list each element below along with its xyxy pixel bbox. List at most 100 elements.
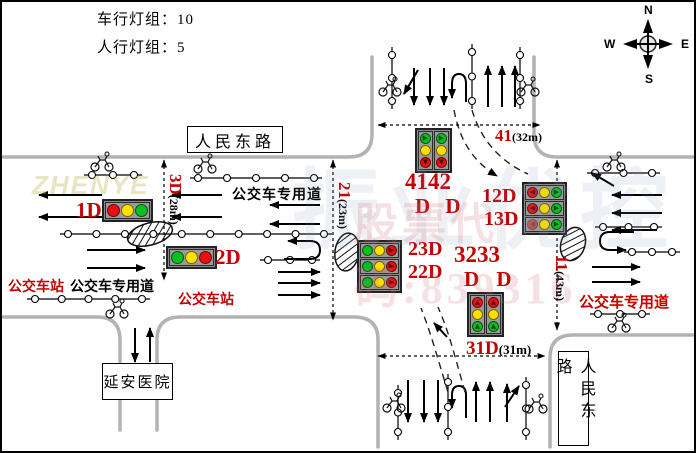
traffic-signal-2d: [166, 246, 217, 269]
signal-lens-red: [199, 251, 212, 264]
signal-unit: ▲▲: [470, 295, 485, 334]
turn-guide-lines: [420, 109, 529, 393]
signal-unit: ▲▲: [486, 295, 501, 334]
road-label-east: 人民东路: [554, 351, 595, 446]
signal-lens-green: [362, 245, 373, 256]
lane-arrow: [591, 172, 615, 187]
traffic-signal-1d: [102, 199, 153, 222]
measure-id: 11: [552, 255, 571, 272]
measure-id: 41: [495, 126, 512, 145]
signal-lens-red: ◀: [527, 203, 538, 214]
signal-lens-yellow: [539, 203, 550, 214]
vehicle-light-group-count: 车行灯组：10: [97, 12, 195, 28]
signal-label-3233: 3233: [454, 242, 500, 267]
signal-unit: [105, 202, 150, 219]
signal-unit: ▶: [360, 259, 399, 274]
signal-label-3233-dd: D D: [464, 267, 518, 291]
bus-station-label-left: 公交车站: [8, 280, 64, 295]
signal-lens-red: ▼: [420, 157, 431, 168]
bicycle-icon: [378, 76, 402, 97]
signal-label-4142: 4142: [405, 169, 451, 194]
traffic-signal-23d-22d: ▶ ▶ ▶: [357, 240, 402, 293]
signal-lens-yellow: [121, 204, 134, 217]
signal-lens-yellow: [539, 187, 550, 198]
signal-lens-yellow: [436, 145, 447, 156]
signal-unit: ▶▼: [434, 131, 449, 170]
signal-unit: ◀▶: [525, 217, 564, 232]
bicycle-icon: [602, 151, 626, 172]
signal-lens-green: ▶: [420, 133, 431, 144]
signal-lens-red: ◀: [527, 187, 538, 198]
bicycle-icon: [382, 392, 406, 413]
turn-guide-line: [471, 109, 529, 175]
signal-label-23d: 23D: [408, 238, 443, 260]
u-turn-arrow: [284, 237, 322, 260]
turn-guide-line: [437, 306, 466, 393]
signal-lens-red: ▲: [472, 297, 483, 308]
signal-lens-green: ▶: [551, 219, 562, 230]
signal-lens-red: [107, 204, 120, 217]
signal-unit: [169, 249, 214, 266]
signal-label-1d: 1D: [76, 198, 102, 222]
hospital-label: 延安医院: [102, 363, 173, 400]
signal-label-13d: 13D: [484, 208, 519, 230]
measure-id: 3D: [166, 174, 185, 195]
measure-id: 31D: [466, 338, 499, 359]
pedestrian-light-group-count: 人行灯组：5: [97, 40, 186, 56]
signal-lens-yellow: [374, 277, 385, 288]
signal-lens-green: ▶: [551, 187, 562, 198]
signal-label-4142-dd: D D: [415, 194, 466, 218]
signal-label-22d: 22D: [408, 261, 443, 283]
turn-guide-line: [453, 109, 498, 177]
u-turn-arrow: [448, 384, 467, 418]
signal-lens-green: ▲: [488, 321, 499, 332]
bicycle-icon: [105, 298, 129, 319]
left-turn-arrow: [433, 322, 448, 338]
measure-dist: (32m): [512, 130, 542, 144]
signal-lens-green: ▶: [436, 133, 447, 144]
signal-lens-red: ▲: [488, 297, 499, 308]
traffic-signal-3233: ▲▲▲▲: [467, 292, 504, 337]
traffic-signal-12d-13d: ◀▶◀▶◀▶: [522, 182, 567, 235]
signal-unit: ◀▶: [525, 185, 564, 200]
signal-lens-green: ▶: [551, 203, 562, 214]
u-turn-arrows: [284, 72, 634, 418]
signal-lens-red: ▶: [386, 277, 397, 288]
compass-n-label: N: [644, 3, 653, 17]
compass-w-label: W: [604, 37, 616, 51]
road-label-north: 人民东路: [187, 126, 283, 153]
measure-label-3d: 3D(28m): [165, 174, 185, 225]
bicycle-icon: [516, 76, 540, 97]
signal-lens-yellow: [374, 245, 385, 256]
signal-unit: ▶: [360, 275, 399, 290]
signal-unit: ◀▶: [525, 201, 564, 216]
bicycle-icons: [90, 76, 631, 414]
compass-s-label: S: [645, 72, 654, 86]
measure-id: 21: [335, 182, 354, 199]
signal-lens-red: ▶: [386, 261, 397, 272]
signal-lens-yellow: [185, 251, 198, 264]
signal-lens-green: [362, 277, 373, 288]
bus-lane-label-top: 公交车专用道: [232, 188, 322, 203]
signal-lens-red: ◀: [527, 219, 538, 230]
bicycle-icon: [193, 153, 217, 174]
compass-icon: [623, 19, 673, 69]
signal-lens-red: ▶: [386, 245, 397, 256]
signal-lens-green: [135, 204, 148, 217]
signal-lens-green: ▲: [472, 321, 483, 332]
road-edges: [2, 55, 694, 449]
signal-lens-yellow: [374, 261, 385, 272]
measuring-lines: [161, 122, 560, 359]
signal-label-12d: 12D: [482, 185, 517, 207]
measure-label-41: 41(32m): [495, 126, 542, 146]
u-turn-arrow: [598, 231, 634, 254]
lane-arrow: [403, 69, 419, 95]
signal-lens-green: [362, 261, 373, 272]
bicycle-icon: [90, 151, 114, 172]
signal-lens-green: [171, 251, 184, 264]
signal-lens-yellow: [472, 309, 483, 320]
bicycle-icon: [524, 393, 548, 414]
bus-station-label-left2: 公交车站: [178, 293, 234, 308]
